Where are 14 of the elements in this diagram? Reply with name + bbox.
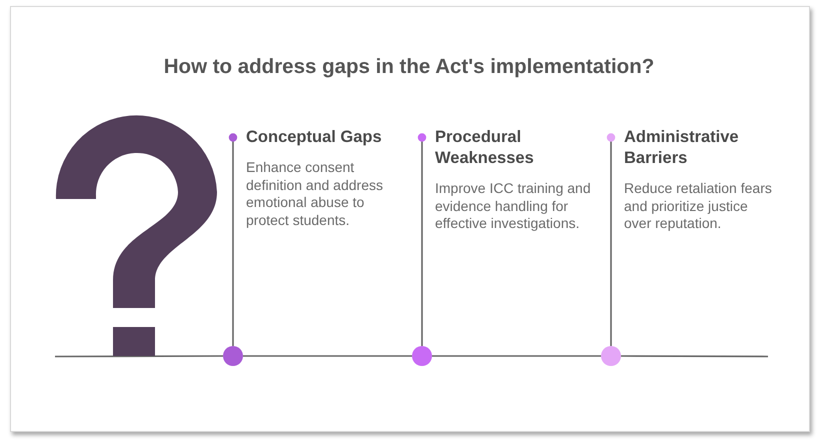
item-description: Improve ICC training and evidence handling for effective investigations.: [435, 180, 592, 232]
connector-line: [432, 355, 601, 357]
connector-line: [621, 355, 768, 358]
connector-line: [55, 355, 223, 358]
item-heading: Conceptual Gaps: [246, 127, 382, 148]
item-description: Reduce retaliation fears and prioritize justice over reputation.: [624, 180, 773, 232]
connector-line: [606, 133, 616, 346]
connector-line: [228, 133, 238, 346]
title: How to address gaps in the Act's implementation?: [164, 55, 654, 78]
connector-line: [418, 133, 426, 346]
connector-line: [243, 355, 412, 357]
item-heading: Administrative Barriers: [624, 127, 740, 169]
item-heading: Procedural Weaknesses: [435, 127, 535, 169]
item-description: Enhance consent definition and address emotional abuse to protect students.: [246, 159, 384, 229]
